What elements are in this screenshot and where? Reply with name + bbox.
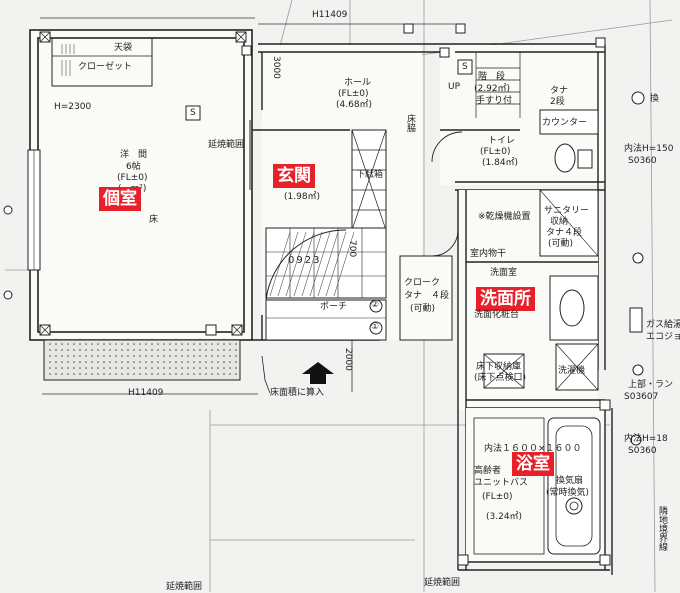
room-tag-bath: 浴室 bbox=[512, 452, 554, 476]
bath-fl: (FL±0) bbox=[482, 492, 513, 502]
counter-label: カウンター bbox=[542, 118, 588, 128]
bedroom bbox=[27, 29, 253, 341]
entrance-code: 0923 bbox=[288, 255, 322, 266]
shelf-label: 天袋 bbox=[114, 43, 133, 53]
room-tag-entrance: 玄関 bbox=[273, 164, 315, 188]
bedroom-height: H=2300 bbox=[54, 102, 92, 112]
stair-s-mark: S bbox=[462, 62, 468, 72]
dim-2000: 2000 bbox=[343, 348, 353, 371]
right-code-bot: S0360 bbox=[628, 446, 657, 456]
right-code-mid: S03607 bbox=[624, 392, 659, 402]
hall-floor: 床脇 bbox=[405, 114, 415, 132]
bedroom-size: 6帖 bbox=[126, 162, 141, 172]
washer-label: 洗濯機 bbox=[558, 366, 586, 376]
cloak-name: クローク bbox=[404, 278, 441, 288]
cloak-movable: (可動) bbox=[410, 304, 436, 314]
indoor-drying: 室内物干 bbox=[470, 249, 507, 259]
dim-3000: 3000 bbox=[271, 56, 281, 79]
room-tag-bedroom: 個室 bbox=[99, 187, 141, 211]
right-code-top: S0360 bbox=[628, 156, 657, 166]
cloak-shelf: タナ ４段 bbox=[404, 291, 450, 301]
bath-inner: 内法１６００×１６００ bbox=[484, 444, 582, 454]
right-equipment bbox=[3, 91, 645, 446]
right-inner-bot: 内法H=18 bbox=[624, 434, 668, 444]
hall-fl: (FL±0) bbox=[338, 89, 369, 99]
entrance-area-text: (1.98㎡) bbox=[284, 192, 321, 202]
room-tag-washroom: 洗面所 bbox=[476, 287, 535, 311]
toilet-area: (1.84㎡) bbox=[482, 158, 519, 168]
bottom-spread-1: 延焼範囲 bbox=[166, 582, 203, 592]
wash-room-name: 洗面室 bbox=[490, 268, 518, 278]
toilet-fl: (FL±0) bbox=[480, 147, 511, 157]
hall-area: (4.68㎡) bbox=[336, 100, 373, 110]
spread-label: 延焼範囲 bbox=[208, 140, 245, 150]
bath bbox=[457, 399, 613, 575]
right-vent: 換 bbox=[650, 94, 660, 104]
dim-bottom: H11409 bbox=[128, 388, 164, 398]
vent-fan: 換気扇 bbox=[556, 476, 584, 486]
right-border: 隣地境界線 bbox=[657, 506, 667, 551]
floor-note: 床面積に算入 bbox=[270, 388, 325, 398]
bottom-spread-2: 延焼範囲 bbox=[424, 578, 461, 588]
porch-label: ポーチ bbox=[320, 302, 348, 312]
bath-high: 高齢者 bbox=[474, 466, 502, 476]
storage-label: 収納 bbox=[550, 217, 569, 227]
dim-700: 700 bbox=[347, 240, 357, 258]
stair-shelf-n: 2段 bbox=[550, 97, 565, 107]
dryer-note: ※乾燥機設置 bbox=[478, 212, 531, 222]
underfloor-inspect: (床下点検口) bbox=[474, 373, 527, 383]
storage-shelf: タナ４段 bbox=[546, 228, 583, 238]
stair-area: (2.92㎡) bbox=[474, 84, 511, 94]
vent-fan-note: (常時換気) bbox=[546, 488, 590, 498]
stair-up: UP bbox=[448, 82, 461, 92]
right-eco: エコジョー bbox=[646, 332, 680, 342]
bedroom-s-mark: S bbox=[190, 108, 196, 118]
right-gas: ガス給湯 bbox=[646, 320, 680, 330]
stairs-toilet bbox=[241, 23, 606, 370]
closet-label: クローゼット bbox=[78, 62, 133, 72]
right-upper: 上部・ラン bbox=[628, 380, 674, 390]
bath-unit: ユニットバス bbox=[474, 478, 529, 488]
bedroom-fl: (FL±0) bbox=[117, 173, 148, 183]
shoe-cabinet-label: 下駄箱 bbox=[356, 170, 384, 180]
porch-num-2: ② bbox=[371, 300, 380, 310]
toilet-name: トイレ bbox=[488, 136, 516, 146]
storage-movable: (可動) bbox=[548, 239, 574, 249]
bedroom-vert: 床 bbox=[147, 214, 157, 223]
bedroom-name: 洋 間 bbox=[120, 150, 148, 160]
stair-shelf: タナ bbox=[550, 86, 569, 96]
stair-handrail: 手すり付 bbox=[476, 96, 513, 106]
stair-name: 階 段 bbox=[478, 72, 506, 82]
vanity-label: 洗面化粧台 bbox=[474, 310, 520, 320]
planter bbox=[43, 339, 241, 381]
dim-top: H11409 bbox=[312, 10, 348, 20]
bath-area: (3.24㎡) bbox=[486, 512, 523, 522]
porch-num-1: ① bbox=[371, 322, 380, 332]
right-inner-top: 内法H=150 bbox=[624, 144, 674, 154]
hall-name: ホール bbox=[344, 78, 372, 88]
entrance-area bbox=[252, 43, 455, 394]
sanitary-label: サニタリー bbox=[544, 206, 590, 216]
underfloor-storage: 床下収納庫 bbox=[476, 362, 522, 372]
